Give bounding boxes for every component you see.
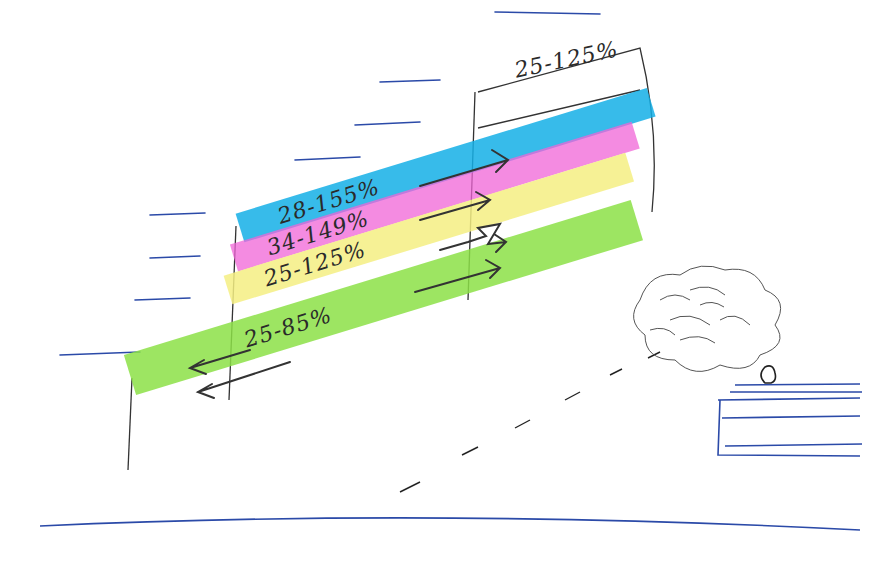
- lane-arrow: [420, 150, 508, 186]
- tree-scribble: [634, 266, 781, 371]
- centre-dash: [515, 420, 530, 428]
- sign-edge: [128, 378, 132, 470]
- lane-arrow: [440, 224, 506, 252]
- building-line: [150, 213, 205, 215]
- lane-arrow: [190, 350, 250, 374]
- car-sketch: [718, 366, 862, 456]
- centre-dash: [565, 392, 580, 400]
- car-roof: [718, 384, 862, 400]
- lane-arrow: [415, 260, 500, 292]
- centre-dash: [610, 369, 622, 375]
- building-line: [380, 80, 440, 82]
- tree-crown: [634, 266, 781, 371]
- centre-dash: [462, 447, 478, 455]
- lane-percentage: 25-125%: [512, 36, 620, 82]
- lane-arrow: [420, 192, 490, 220]
- lane-arrow: [198, 362, 290, 398]
- car-body: [718, 400, 862, 456]
- building-line: [495, 12, 600, 14]
- sign-panel: 25-125%: [501, 21, 656, 91]
- tree-detail: [650, 287, 750, 343]
- centre-dash: [400, 482, 420, 492]
- building-line: [295, 157, 360, 160]
- centre-line: [400, 352, 660, 492]
- building-line: [150, 256, 200, 258]
- building-line: [355, 122, 420, 125]
- road-edge: [40, 518, 860, 530]
- lane-percentage: 25-85%: [241, 302, 335, 352]
- building-line: [135, 298, 190, 300]
- car-driver: [761, 366, 776, 383]
